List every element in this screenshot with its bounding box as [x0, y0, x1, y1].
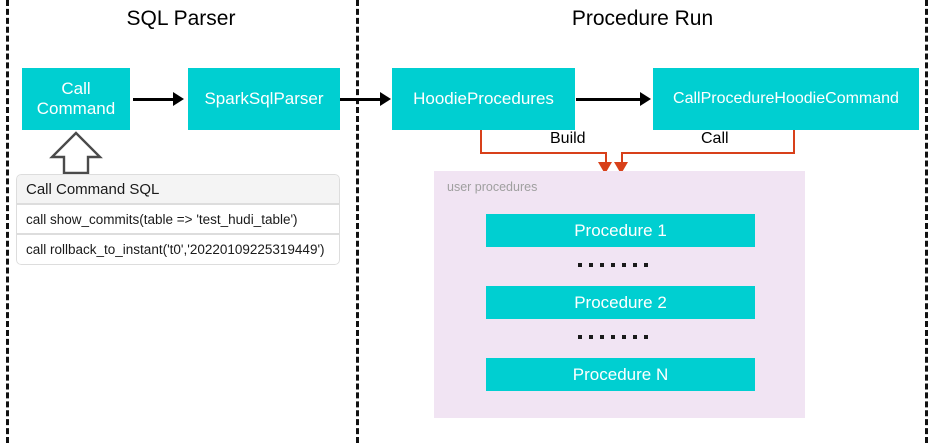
edge-label-build: Build [545, 130, 591, 148]
node-spark-sql-parser[interactable]: SparkSqlParser [188, 68, 340, 130]
build-connector-vertical-left [480, 130, 482, 153]
divider-left [6, 0, 9, 443]
sql-table-header: Call Command SQL [16, 174, 340, 204]
section-title-sql-parser: SQL Parser [126, 7, 236, 30]
procedure-box-2[interactable]: Procedure 2 [486, 286, 755, 319]
node-hoodie-procedures[interactable]: HoodieProcedures [392, 68, 575, 130]
sql-table-row-1: call rollback_to_instant('t0','202201092… [16, 234, 340, 265]
ellipsis-dots-2 [578, 335, 648, 339]
sql-table-row-0: call show_commits(table => 'test_hudi_ta… [16, 204, 340, 234]
call-connector-horizontal [621, 152, 795, 154]
arrow-call-command-to-parser-line [133, 98, 173, 101]
arrow-hoodie-to-callprocedure-line [576, 98, 640, 101]
edge-label-call: Call [696, 130, 734, 148]
sql-table: Call Command SQL call show_commits(table… [16, 174, 340, 265]
arrow-call-command-to-parser-head [173, 92, 184, 106]
divider-right [925, 0, 928, 443]
build-connector-horizontal [480, 152, 607, 154]
user-procedures-label: user procedures [447, 180, 538, 194]
procedure-box-1[interactable]: Procedure 1 [486, 214, 755, 247]
section-title-procedure-run: Procedure Run [571, 7, 714, 30]
node-call-command[interactable]: Call Command [22, 68, 130, 130]
node-call-procedure-hoodie-command[interactable]: CallProcedureHoodieCommand [653, 68, 919, 130]
call-connector-vertical-right [793, 130, 795, 153]
divider-middle [356, 0, 359, 443]
procedure-box-n[interactable]: Procedure N [486, 358, 755, 391]
hollow-up-arrow-icon [48, 130, 104, 180]
arrow-parser-to-hoodie-head [380, 92, 391, 106]
arrow-parser-to-hoodie-line [340, 98, 382, 101]
build-connector-vertical-down [605, 152, 607, 166]
call-connector-vertical-down [621, 152, 623, 166]
arrow-hoodie-to-callprocedure-head [640, 92, 651, 106]
ellipsis-dots-1 [578, 263, 648, 267]
